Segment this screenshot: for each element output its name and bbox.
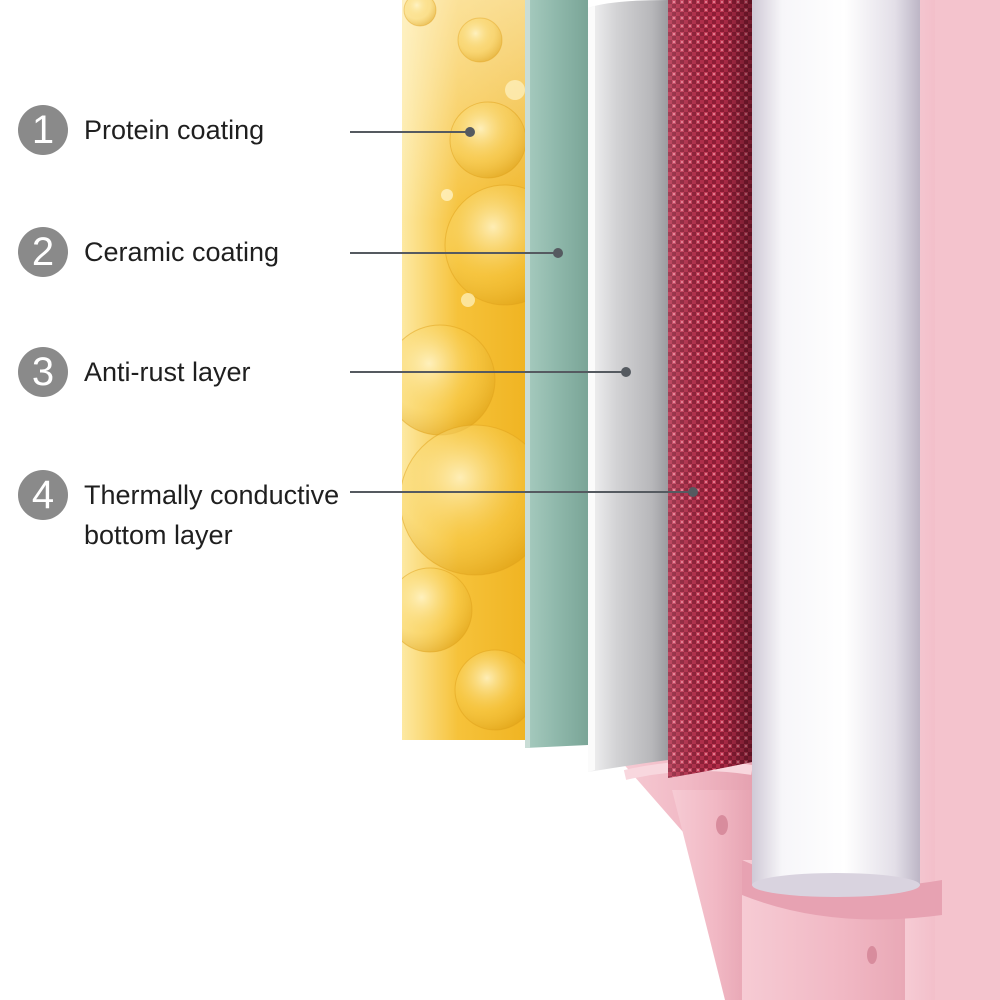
layer-label-3: 3 Anti-rust layer [18,347,251,397]
leader-dot-3 [621,367,631,377]
pink-housing [620,0,1000,1000]
protein-coating-layer [402,0,527,740]
layer-label-text-2: Ceramic coating [84,237,280,267]
leader-lines [350,131,693,493]
thermally-conductive-layer [668,0,752,778]
anti-rust-layer [588,0,668,772]
leader-dots [465,127,698,497]
layer-label-4: 4 Thermally conductive bottom layer [18,470,339,555]
layer-label-1: 1 Protein coating [18,105,264,155]
number-badge-3: 3 [18,347,68,397]
number-badge-4: 4 [18,470,68,520]
layer-label-text-1: Protein coating [84,115,265,145]
leader-dot-1 [465,127,475,137]
ceramic-coating-layer [525,0,588,748]
heating-barrel [752,0,920,897]
number-badge-2: 2 [18,227,68,277]
layer-label-text-3: Anti-rust layer [84,357,251,387]
layer-label-text-4: Thermally conductive bottom layer [84,480,340,550]
number-badge-1: 1 [18,105,68,155]
leader-dot-2 [553,248,563,258]
layer-label-2: 2 Ceramic coating [18,227,279,277]
leader-dot-4 [688,487,698,497]
